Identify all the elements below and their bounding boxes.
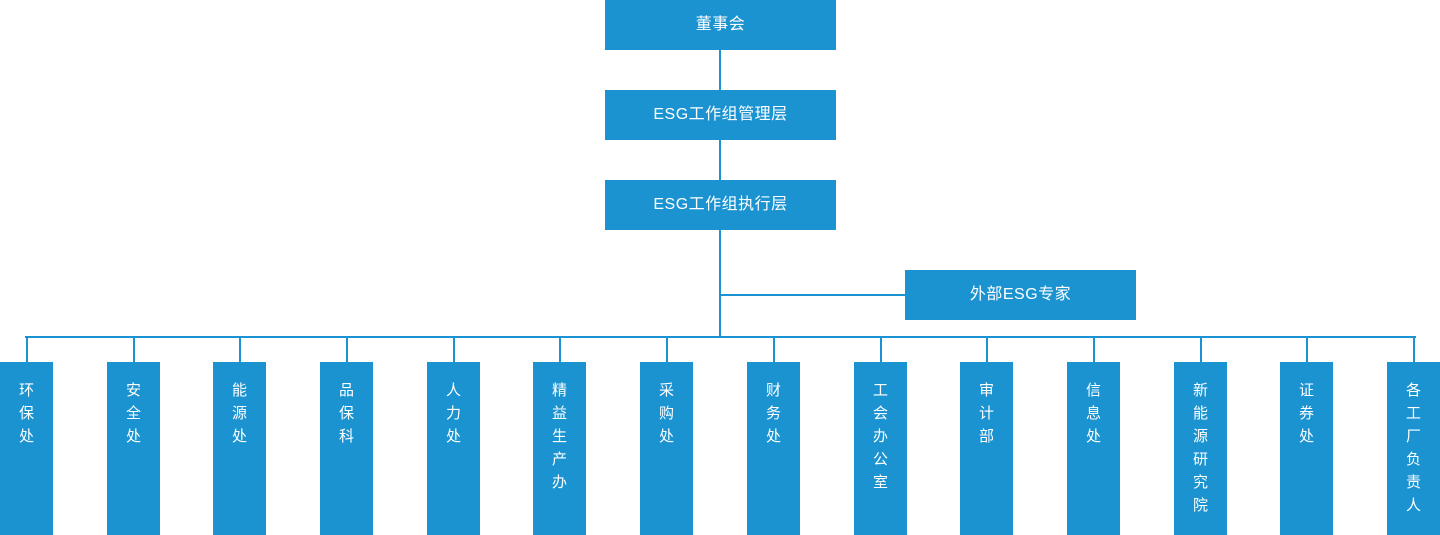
node-department-2[interactable]: 安全处 [107, 362, 160, 535]
node-department-3[interactable]: 能源处 [213, 362, 266, 535]
node-department-label: 各工厂负责人 [1405, 382, 1421, 514]
node-external-expert[interactable]: 外部ESG专家 [905, 270, 1136, 320]
node-department-10[interactable]: 审计部 [960, 362, 1013, 535]
connector-bus-department-9 [880, 336, 882, 362]
node-department-label: 信息处 [1085, 382, 1101, 445]
connector-execution-trunk [719, 230, 721, 338]
node-department-label: 审计部 [978, 382, 994, 445]
node-department-label: 采购处 [658, 382, 674, 445]
node-department-6[interactable]: 精益生产办 [533, 362, 586, 535]
node-external-expert-label: 外部ESG专家 [969, 286, 1072, 303]
node-management-label: ESG工作组管理层 [653, 106, 788, 123]
node-department-label: 环保处 [18, 382, 34, 445]
connector-bus-department-13 [1306, 336, 1308, 362]
node-department-9[interactable]: 工会办公室 [854, 362, 907, 535]
node-department-1[interactable]: 环保处 [0, 362, 53, 535]
node-board-label: 董事会 [695, 16, 746, 33]
node-department-14[interactable]: 各工厂负责人 [1387, 362, 1440, 535]
connector-bus-department-10 [986, 336, 988, 362]
node-department-label: 财务处 [765, 382, 781, 445]
connector-management-execution [719, 140, 721, 180]
connector-bus-department-5 [453, 336, 455, 362]
node-department-label: 精益生产办 [551, 382, 567, 491]
connector-bus-department-6 [559, 336, 561, 362]
node-department-label: 能源处 [231, 382, 247, 445]
connector-bus-department-7 [666, 336, 668, 362]
node-department-11[interactable]: 信息处 [1067, 362, 1120, 535]
connector-bus-department-12 [1200, 336, 1202, 362]
node-department-8[interactable]: 财务处 [747, 362, 800, 535]
connector-bus-department-2 [133, 336, 135, 362]
node-department-12[interactable]: 新能源研究院 [1174, 362, 1227, 535]
connector-board-management [719, 50, 721, 90]
connector-bus-department-8 [773, 336, 775, 362]
connector-bus-department-4 [346, 336, 348, 362]
node-department-label: 品保科 [338, 382, 354, 445]
connector-execution-external-expert [719, 294, 905, 296]
connector-bus-department-11 [1093, 336, 1095, 362]
node-execution-label: ESG工作组执行层 [653, 196, 788, 213]
node-department-label: 工会办公室 [872, 382, 888, 491]
connector-bus-department-3 [239, 336, 241, 362]
node-department-label: 证券处 [1298, 382, 1314, 445]
connector-bus-department-14 [1413, 336, 1415, 362]
node-department-5[interactable]: 人力处 [427, 362, 480, 535]
node-management[interactable]: ESG工作组管理层 [605, 90, 836, 140]
node-department-label: 安全处 [125, 382, 141, 445]
node-department-4[interactable]: 品保科 [320, 362, 373, 535]
node-department-7[interactable]: 采购处 [640, 362, 693, 535]
connector-department-bus [25, 336, 1416, 338]
node-execution[interactable]: ESG工作组执行层 [605, 180, 836, 230]
node-department-label: 新能源研究院 [1192, 382, 1208, 514]
connector-bus-department-1 [26, 336, 28, 362]
node-department-13[interactable]: 证券处 [1280, 362, 1333, 535]
node-board[interactable]: 董事会 [605, 0, 836, 50]
node-department-label: 人力处 [445, 382, 461, 445]
